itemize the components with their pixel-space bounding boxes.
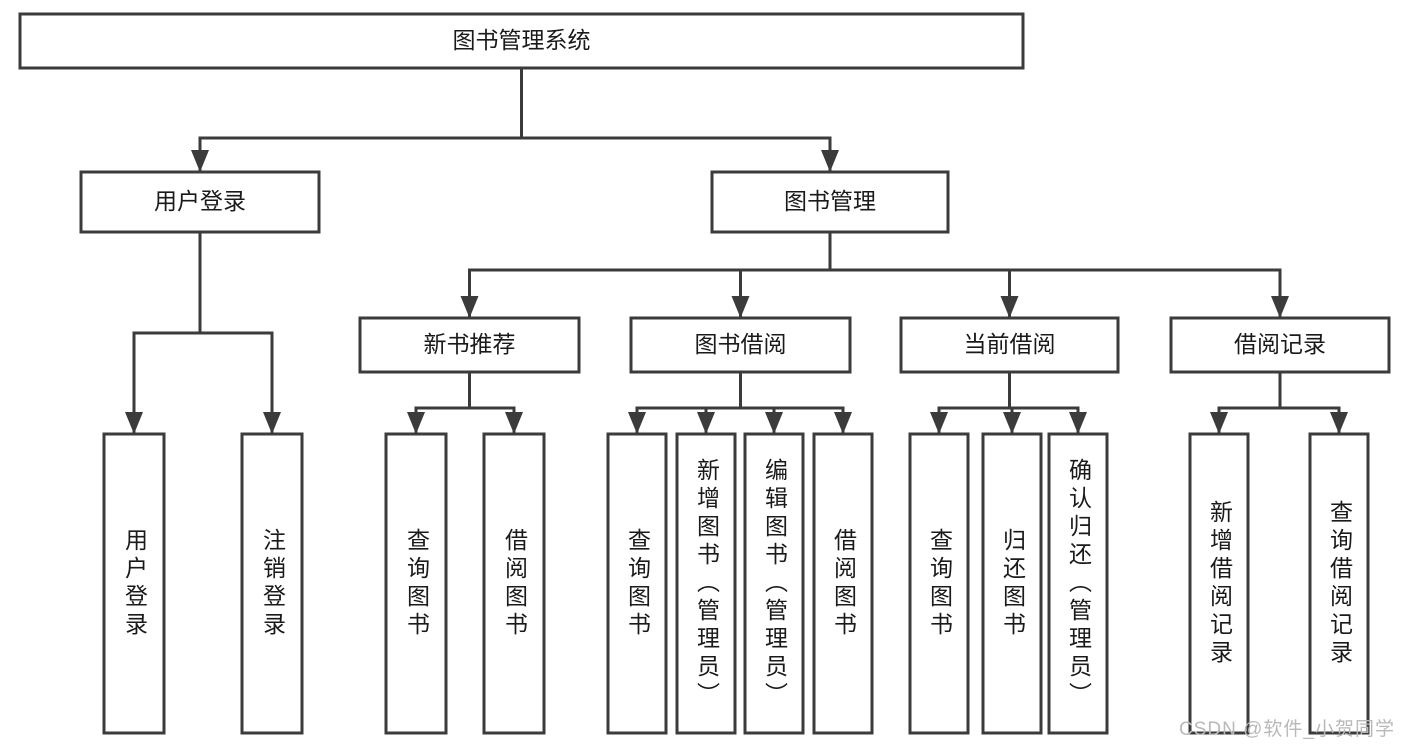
arrow-head-icon-leaf-add-book	[697, 412, 715, 434]
node-new-book-recommend[interactable]	[358, 316, 581, 374]
node-leaf-borrow-book-2[interactable]	[812, 432, 874, 735]
arrow-head-icon-leaf-query-book-1	[407, 412, 425, 434]
arrow-head-icon-leaf-add-record	[1210, 412, 1228, 434]
node-leaf-query-book-1[interactable]	[384, 432, 448, 735]
node-box-leaf-add-book	[675, 432, 737, 735]
node-box-leaf-user-login	[102, 432, 166, 735]
node-box-leaf-confirm-return	[1047, 432, 1109, 735]
node-box-leaf-query-book-2	[606, 432, 668, 735]
edges-layer	[125, 66, 1348, 436]
arrow-head-icon-borrow-record	[1271, 296, 1289, 318]
node-leaf-return-book[interactable]	[981, 432, 1043, 735]
node-book-borrow[interactable]	[629, 316, 852, 374]
arrow-head-icon-leaf-logout	[263, 412, 281, 434]
node-leaf-edit-book[interactable]	[743, 432, 805, 735]
node-box-new-book-recommend	[358, 316, 581, 374]
node-label-new-book-recommend: 新书推荐	[424, 331, 516, 357]
node-label-current-borrow: 当前借阅	[964, 331, 1056, 357]
arrow-head-icon-new-book-recommend	[460, 296, 479, 318]
node-leaf-add-record[interactable]	[1188, 432, 1250, 735]
node-borrow-record[interactable]	[1169, 316, 1391, 374]
node-box-book-borrow	[629, 316, 852, 374]
arrow-head-icon-user-login	[191, 150, 209, 172]
arrow-head-icon-leaf-query-record	[1330, 412, 1348, 434]
node-box-leaf-logout	[240, 432, 304, 735]
node-box-leaf-query-book-3	[908, 432, 970, 735]
node-undefined[interactable]	[18, 12, 1025, 70]
arrow-head-icon-current-borrow	[1000, 296, 1019, 318]
node-leaf-add-book[interactable]	[675, 432, 737, 735]
node-box-leaf-edit-book	[743, 432, 805, 735]
arrow-head-icon-leaf-return-book	[1003, 412, 1021, 434]
arrow-head-icon-leaf-confirm-return	[1069, 412, 1087, 434]
nodes-layer	[18, 12, 1391, 735]
node-box-leaf-return-book	[981, 432, 1043, 735]
node-label-book-borrow: 图书借阅	[695, 331, 787, 357]
arrow-head-icon-leaf-query-book-2	[628, 412, 646, 434]
arrow-head-icon-leaf-query-book-3	[930, 412, 948, 434]
node-box-leaf-borrow-book-2	[812, 432, 874, 735]
node-leaf-query-record[interactable]	[1308, 432, 1370, 735]
node-current-borrow[interactable]	[899, 316, 1120, 374]
node-leaf-query-book-3[interactable]	[908, 432, 970, 735]
arrow-head-icon-leaf-borrow-book-2	[834, 412, 852, 434]
arrow-head-icon-leaf-edit-book	[765, 412, 783, 434]
node-label-undefined: 图书管理系统	[453, 27, 591, 53]
node-label-borrow-record: 借阅记录	[1234, 331, 1326, 357]
node-box-leaf-borrow-book-1	[482, 432, 546, 735]
node-label-book-manage: 图书管理	[784, 188, 876, 214]
arrow-head-icon-leaf-borrow-book-1	[505, 412, 523, 434]
arrow-head-icon-book-borrow	[731, 296, 750, 318]
arrow-head-icon-book-manage	[821, 150, 839, 172]
node-leaf-borrow-book-1[interactable]	[482, 432, 546, 735]
watermark: CSDN @软件_小贺同学	[1179, 719, 1395, 740]
node-leaf-user-login[interactable]	[102, 432, 166, 735]
node-box-current-borrow	[899, 316, 1120, 374]
node-leaf-query-book-2[interactable]	[606, 432, 668, 735]
node-box-undefined	[18, 12, 1025, 70]
node-box-leaf-add-record	[1188, 432, 1250, 735]
node-box-leaf-query-book-1	[384, 432, 448, 735]
node-book-manage[interactable]	[710, 170, 950, 234]
node-leaf-logout[interactable]	[240, 432, 304, 735]
node-box-book-manage	[710, 170, 950, 234]
arrow-head-icon-leaf-user-login	[125, 412, 143, 434]
node-box-user-login	[79, 170, 321, 234]
node-leaf-confirm-return[interactable]	[1047, 432, 1109, 735]
node-user-login[interactable]	[79, 170, 321, 234]
node-box-leaf-query-record	[1308, 432, 1370, 735]
node-label-user-login: 用户登录	[154, 188, 246, 214]
node-box-borrow-record	[1169, 316, 1391, 374]
